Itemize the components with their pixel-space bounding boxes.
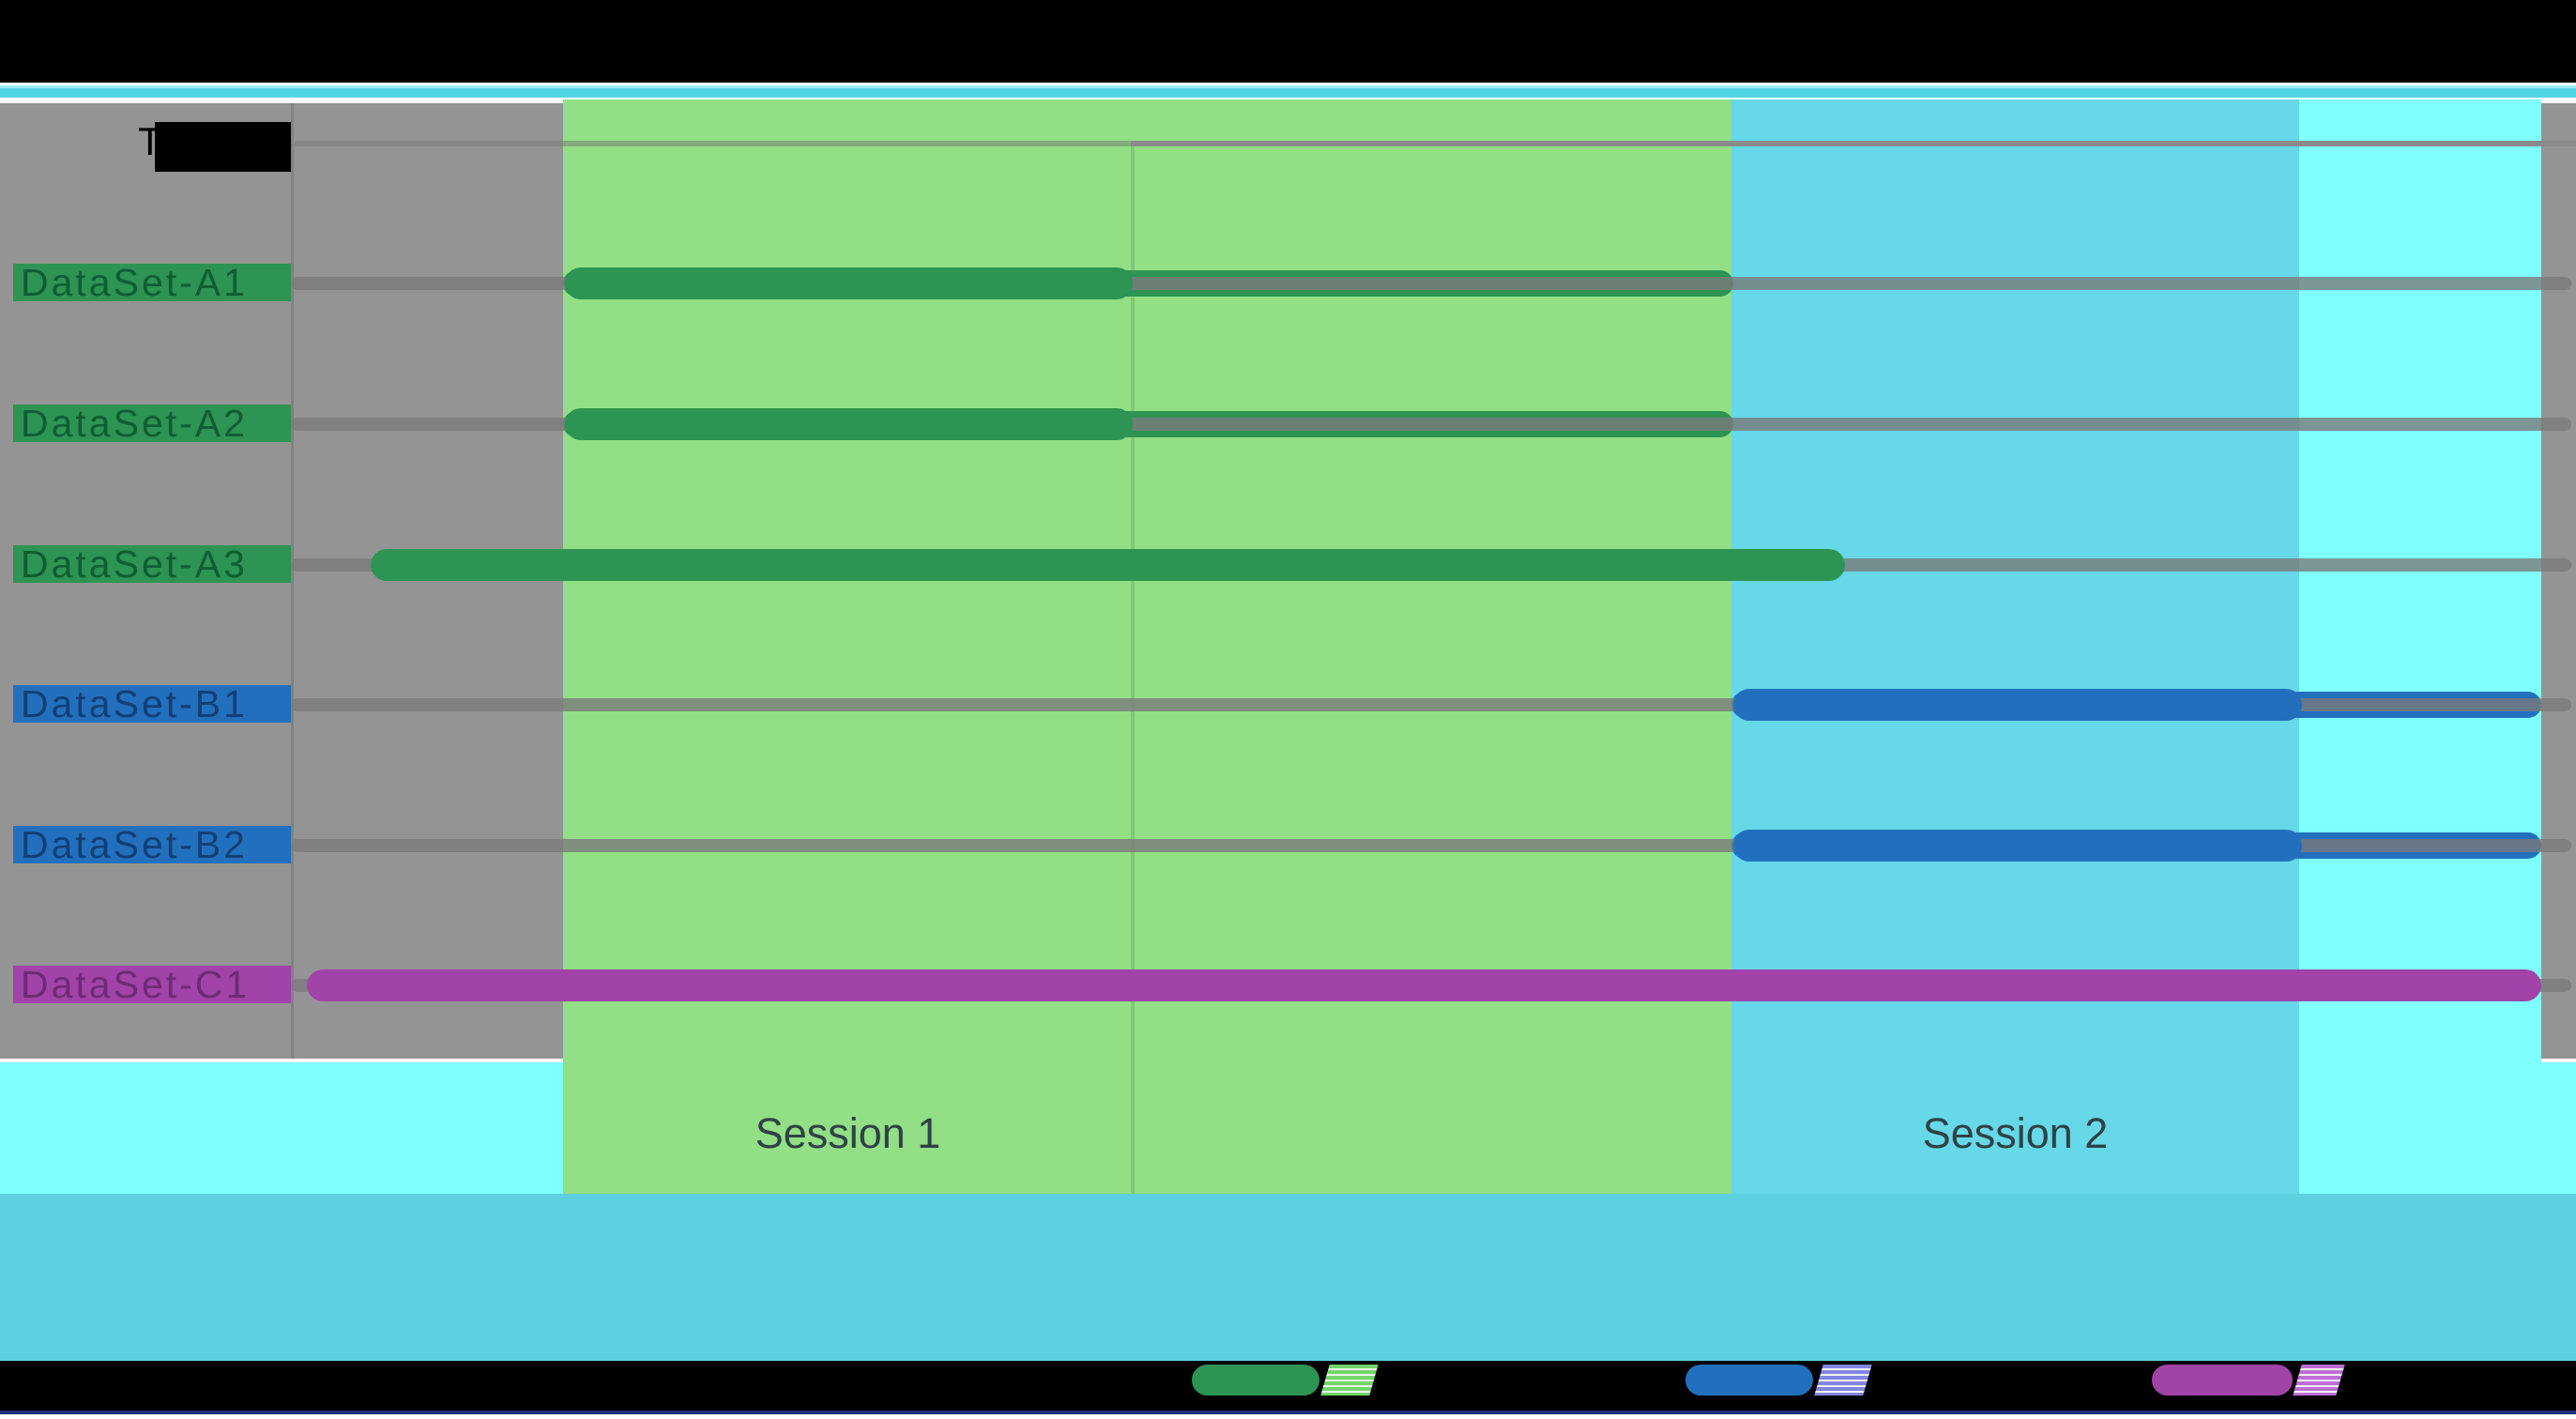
session-1-band [563, 99, 1731, 1194]
row-label-dataset-c1: DataSet-C1 [13, 966, 291, 1003]
task-bar-dataset-a3 [371, 549, 1845, 581]
vertical-gridline [1131, 146, 1135, 1194]
legend-label-remnant-3 [2293, 1365, 2345, 1396]
task-header-redaction-box [155, 122, 291, 172]
session-2-band [1731, 99, 2299, 1194]
task-bar-dataset-b2 [1733, 830, 2302, 862]
row-label-dataset-a2: DataSet-A2 [13, 404, 291, 442]
bottom-teal-band [0, 1194, 2576, 1361]
header-gridline-right [1131, 141, 2576, 146]
row-label-dataset-b1: DataSet-B1 [13, 685, 291, 723]
bottom-cyan-right [2541, 1062, 2576, 1194]
post-session-panel [2299, 99, 2541, 1194]
cyan-divider-stripe [0, 85, 2576, 98]
task-bar-dataset-c1 [307, 969, 2541, 1001]
bottom-cyan-left [0, 1062, 563, 1194]
top-black-bar [0, 0, 2576, 83]
task-bar-dataset-a2 [565, 408, 1133, 440]
task-bar-dataset-b1 [1733, 689, 2302, 721]
task-bar-dataset-a1 [565, 267, 1133, 299]
session-1-label: Session 1 [755, 1109, 941, 1157]
column-separator-line [291, 103, 294, 1059]
legend-swatch-3 [2152, 1365, 2293, 1396]
right-margin-column [2541, 103, 2576, 1059]
session-2-label: Session 2 [1922, 1109, 2109, 1157]
legend-label-remnant-2 [1814, 1365, 1872, 1396]
header-gridline-left [295, 141, 1131, 146]
row-label-dataset-a1: DataSet-A1 [13, 264, 291, 301]
legend-swatch-2 [1685, 1365, 1813, 1396]
legend-label-remnant-1 [1320, 1365, 1379, 1396]
row-label-dataset-b2: DataSet-B2 [13, 826, 291, 863]
footer-bottom-line [0, 1411, 2576, 1414]
row-label-dataset-a3: DataSet-A3 [13, 545, 291, 583]
legend-swatch-1 [1192, 1365, 1319, 1396]
